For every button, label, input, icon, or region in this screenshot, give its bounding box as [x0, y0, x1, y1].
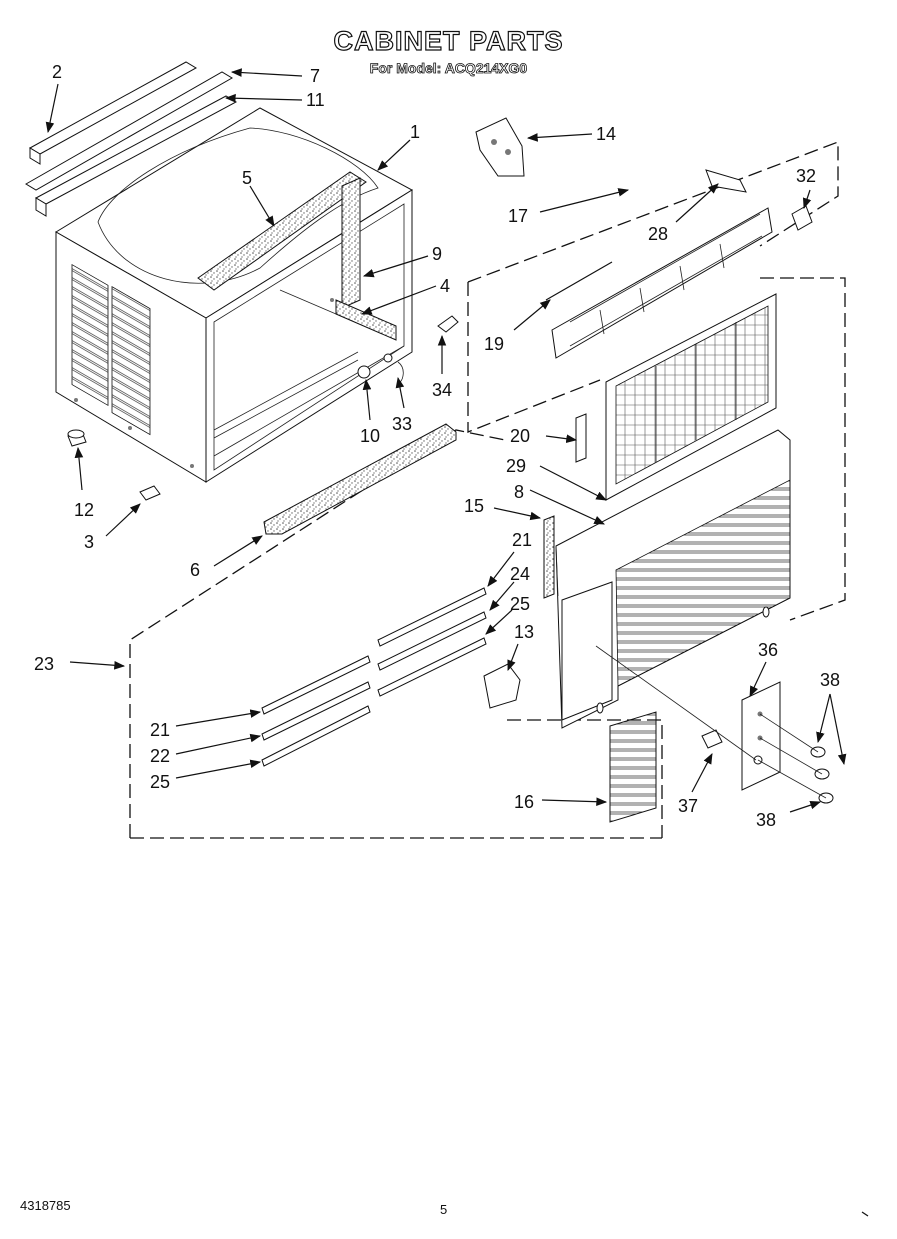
mounting-bracket [475, 117, 525, 177]
cabinet-bracket [335, 299, 397, 341]
callout-6: 6 [190, 560, 200, 580]
callout-12: 12 [74, 500, 94, 520]
callout-32: 32 [796, 166, 816, 186]
callout-25a: 25 [510, 594, 530, 614]
callout-19: 19 [484, 334, 504, 354]
control-rod [545, 261, 613, 301]
callout-2: 2 [52, 62, 62, 82]
callout-33: 33 [392, 414, 412, 434]
control-block [701, 729, 723, 749]
callout-25b: 25 [150, 772, 170, 792]
callout-labels: 2 7 11 1 5 9 4 10 33 34 12 3 6 14 17 28 … [34, 62, 840, 830]
model-subtitle: For Model: ACQ214XG0 [369, 60, 528, 77]
callout-24: 24 [510, 564, 530, 584]
callout-15: 15 [464, 496, 484, 516]
callout-29: 29 [506, 456, 526, 476]
cabinet-post [341, 177, 361, 309]
callout-23: 23 [34, 654, 54, 674]
latch-clip [791, 205, 813, 231]
callout-16: 16 [514, 792, 534, 812]
callout-38a: 38 [820, 670, 840, 690]
callout-17: 17 [508, 206, 528, 226]
panel-side-post [543, 515, 555, 599]
callout-14: 14 [596, 124, 616, 144]
filter-tab [575, 413, 587, 463]
page-number: 5 [440, 1202, 448, 1217]
callout-13: 13 [514, 622, 534, 642]
panel-lower-outline [507, 719, 663, 838]
callout-21a: 21 [512, 530, 532, 550]
bottom-support-rail [263, 423, 457, 535]
air-filter-grille [605, 293, 777, 501]
louver-kit-outline [129, 429, 662, 839]
front-panel [555, 429, 791, 729]
callout-28: 28 [648, 224, 668, 244]
callout-8: 8 [514, 482, 524, 502]
callout-22: 22 [150, 746, 170, 766]
callout-34: 34 [432, 380, 452, 400]
callout-5: 5 [242, 168, 252, 188]
grille-group-outline [760, 277, 846, 621]
leader-lines [45, 68, 847, 813]
lower-grille-insert [609, 711, 657, 823]
front-panel-group-outline [467, 141, 839, 433]
cabinet-brace [197, 171, 367, 291]
callout-4: 4 [440, 276, 450, 296]
callout-3: 3 [84, 532, 94, 552]
switch-actuator [483, 663, 521, 709]
callout-9: 9 [432, 244, 442, 264]
callout-11: 11 [306, 90, 325, 110]
callout-21b: 21 [150, 720, 170, 740]
callout-38b: 38 [756, 810, 776, 830]
control-panel-frame [551, 207, 773, 359]
louver-blade-set [261, 587, 487, 767]
callout-10: 10 [360, 426, 380, 446]
control-knobs [810, 746, 834, 804]
callout-37: 37 [678, 796, 698, 816]
page-title: CABINET PARTS [333, 25, 564, 56]
callout-7: 7 [310, 66, 320, 86]
top-gasket [25, 71, 233, 191]
cabinet-hardware [67, 315, 459, 501]
corner-mark [861, 1211, 869, 1217]
callout-20: 20 [510, 426, 530, 446]
callout-1: 1 [410, 122, 420, 142]
document-number: 4318785 [20, 1198, 71, 1213]
callout-36: 36 [758, 640, 778, 660]
